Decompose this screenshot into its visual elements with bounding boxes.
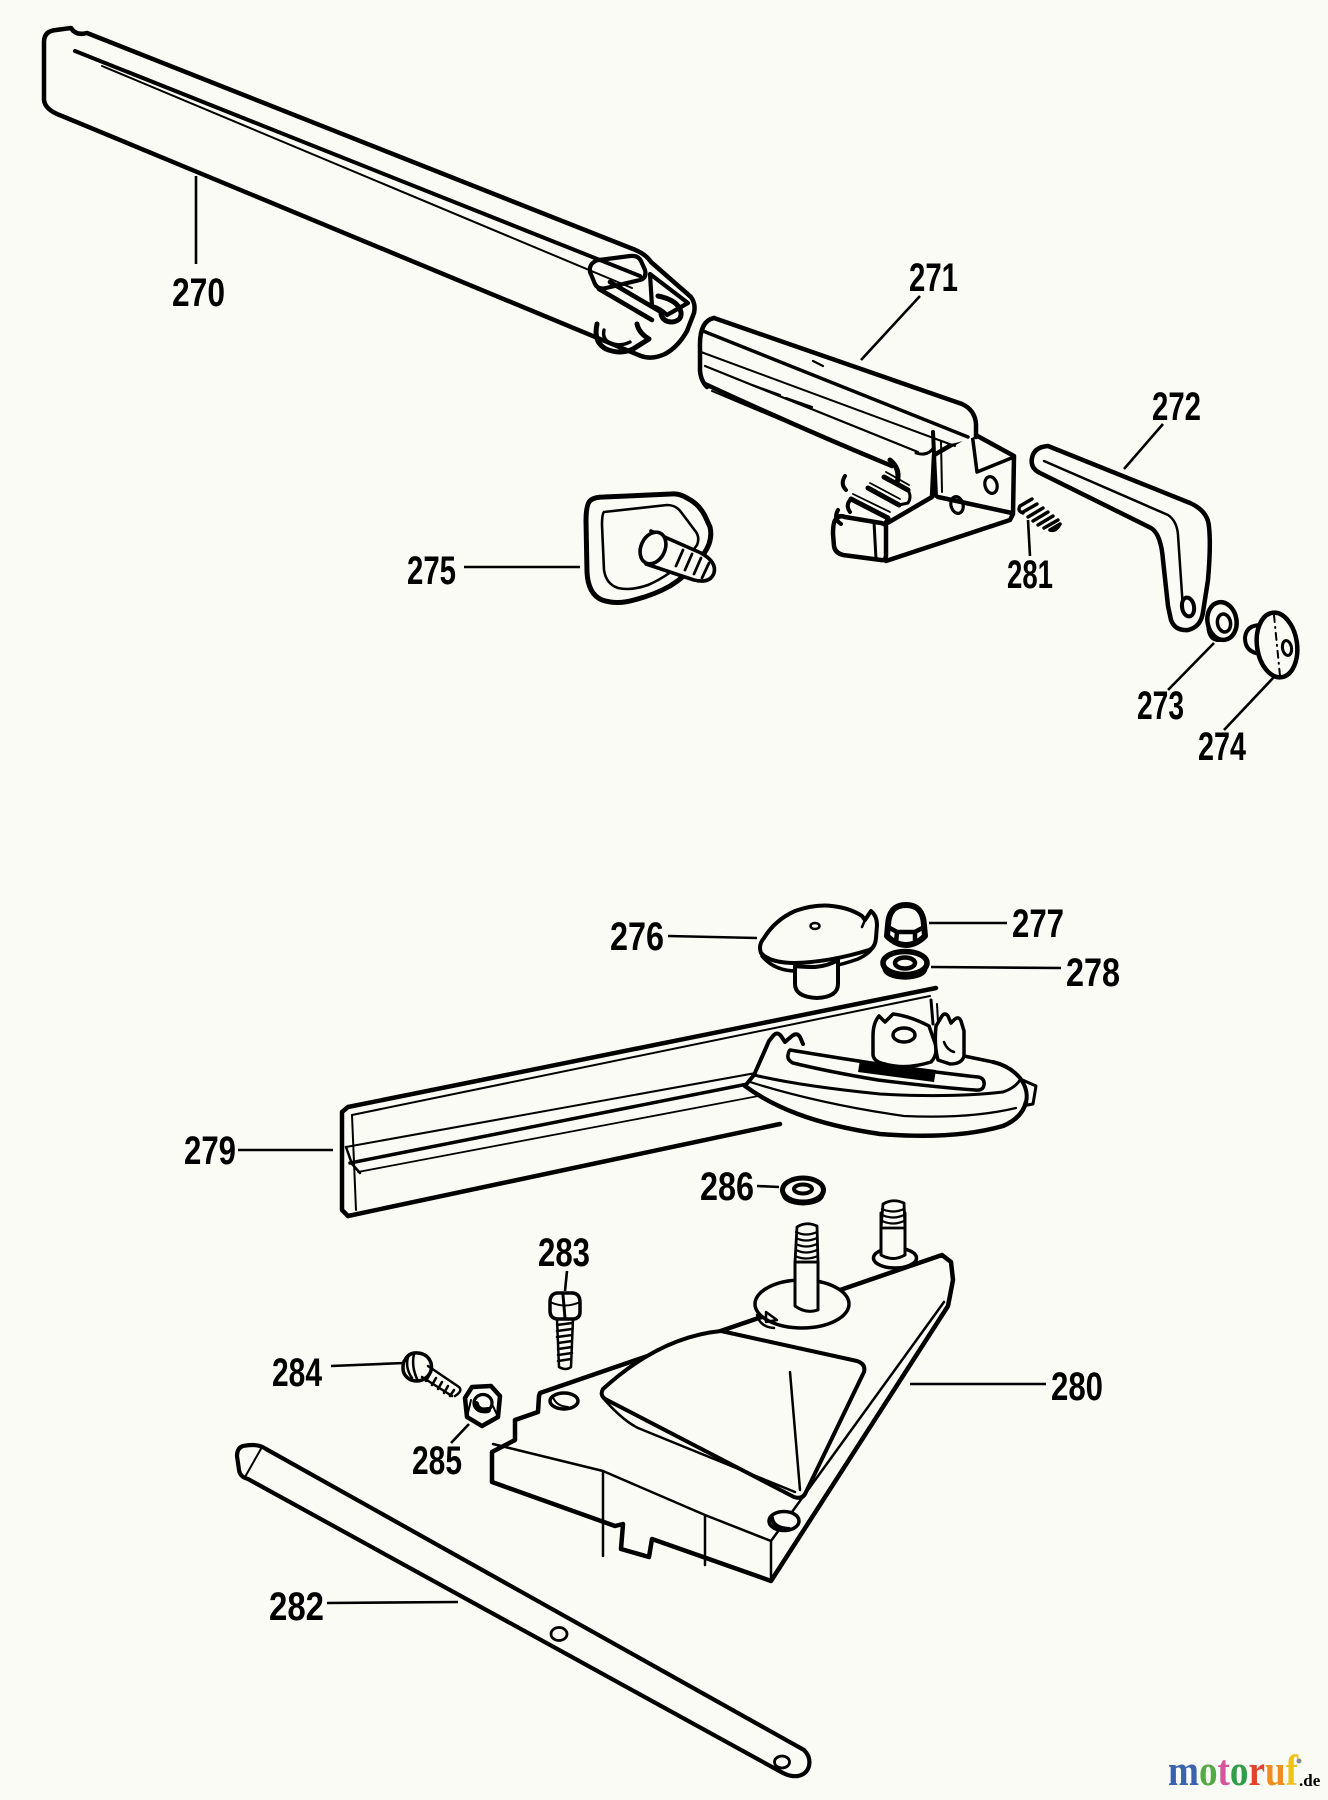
svg-text:271: 271 <box>909 256 958 300</box>
svg-text:285: 285 <box>412 1439 462 1483</box>
svg-text:284: 284 <box>272 1351 323 1395</box>
svg-text:motoruf: motoruf <box>1168 1748 1299 1795</box>
svg-text:.de: .de <box>1299 1771 1321 1790</box>
svg-text:280: 280 <box>1051 1365 1103 1409</box>
svg-text:277: 277 <box>1012 902 1064 946</box>
svg-text:272: 272 <box>1152 385 1201 429</box>
svg-text:274: 274 <box>1198 725 1247 769</box>
svg-text:276: 276 <box>610 915 664 959</box>
svg-text:281: 281 <box>1007 553 1053 597</box>
svg-text:283: 283 <box>538 1231 590 1275</box>
svg-text:275: 275 <box>407 549 456 593</box>
svg-text:286: 286 <box>700 1165 754 1209</box>
svg-text:279: 279 <box>184 1129 236 1173</box>
svg-text:278: 278 <box>1066 951 1120 995</box>
svg-text:273: 273 <box>1137 684 1184 728</box>
svg-text:270: 270 <box>172 271 225 315</box>
svg-text:282: 282 <box>269 1585 324 1629</box>
